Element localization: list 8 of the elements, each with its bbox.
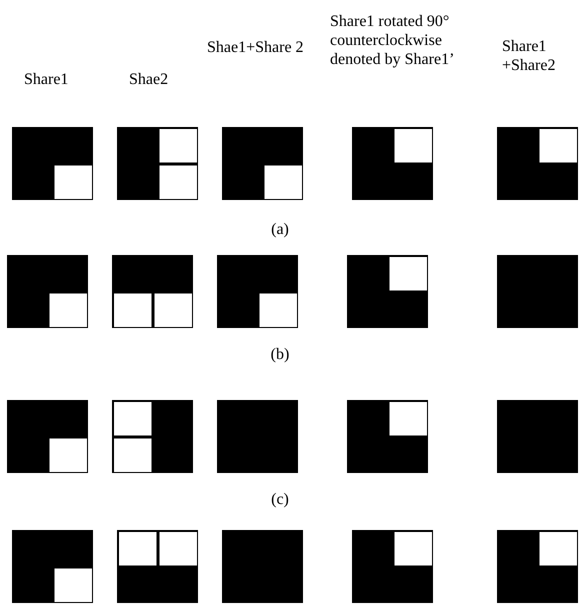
column-header: Share1 +Share2 — [502, 37, 556, 75]
row-label: (a) — [270, 220, 290, 239]
column-header: Shae2 — [129, 70, 170, 89]
column-header: Share1 — [24, 70, 70, 89]
row-label: (b) — [270, 345, 290, 364]
column-header: Shae1+Share 2 — [207, 38, 305, 57]
column-header: Share1 rotated 90° counterclockwise denoted by Share1’ — [330, 12, 456, 69]
row-label: (c) — [270, 490, 290, 509]
